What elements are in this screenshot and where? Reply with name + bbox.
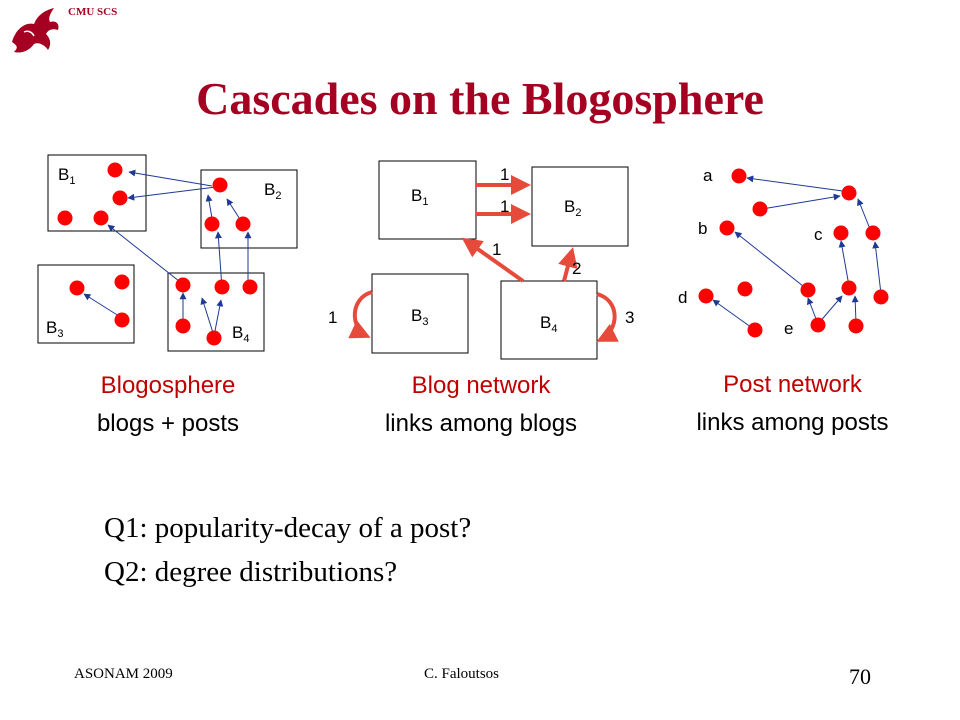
block-label-b3: B3 <box>46 318 63 340</box>
post-network-edges <box>712 175 882 331</box>
blog-network-caption-title: Blog network <box>411 372 551 399</box>
post-node-labels: a b c d e <box>678 166 823 338</box>
svg-text:1: 1 <box>328 308 337 327</box>
svg-text:1: 1 <box>500 197 509 216</box>
post-network-diagram: a b c d e <box>678 166 889 338</box>
svg-text:3: 3 <box>625 308 634 327</box>
blogosphere-diagram: B1 B2 B3 B4 <box>37 154 298 352</box>
block-label-b2: B2 <box>264 180 281 202</box>
slide-title: Cascades on the Blogosphere <box>196 73 764 124</box>
blogosphere-post-nodes <box>57 162 258 346</box>
dragon-logo-icon <box>12 8 59 53</box>
svg-text:1: 1 <box>500 165 509 184</box>
net-label-b2: B2 <box>564 197 581 219</box>
svg-text:c: c <box>814 225 823 244</box>
svg-text:d: d <box>678 288 687 307</box>
page-number: 70 <box>849 664 871 689</box>
block-label-b1: B1 <box>58 165 75 187</box>
svg-text:e: e <box>784 319 793 338</box>
edge-weight-labels: 1 1 1 2 1 3 <box>328 165 634 327</box>
blog-box-b2 <box>200 169 298 249</box>
logo-text: CMU SCS <box>68 6 118 18</box>
post-network-caption-subtitle: links among posts <box>696 409 889 436</box>
blogosphere-caption: Blogosphere blogs + posts <box>48 367 288 443</box>
svg-text:2: 2 <box>572 259 581 278</box>
net-label-b1: B1 <box>411 186 428 208</box>
blog-box-b1 <box>47 154 147 232</box>
blogosphere-caption-subtitle: blogs + posts <box>96 410 240 437</box>
post-nodes <box>698 168 889 338</box>
blog-network-caption: Blog network links among blogs <box>336 367 626 443</box>
block-label-b4: B4 <box>232 323 249 345</box>
net-label-b4: B4 <box>540 313 557 335</box>
blog-box-b4 <box>167 272 265 352</box>
post-network-caption-title: Post network <box>723 371 862 398</box>
question-1: Q1: popularity-decay of a post? <box>104 512 472 544</box>
footer-author: C. Faloutsos <box>424 666 500 682</box>
footer-venue: ASONAM 2009 <box>74 666 173 682</box>
blog-node-b3 <box>371 273 469 354</box>
svg-text:b: b <box>698 219 707 238</box>
blog-node-b2 <box>531 166 629 247</box>
diagram-canvas: B1 B2 B3 B4 <box>37 154 889 360</box>
post-network-caption: Post network links among posts <box>650 366 935 442</box>
blog-node-b4 <box>500 280 598 360</box>
blog-network-diagram: B1 B2 B3 B4 1 1 1 2 1 3 <box>328 160 634 360</box>
questions-list: Q1: popularity-decay of a post? Q2: degr… <box>104 506 471 594</box>
question-2: Q2: degree distributions? <box>104 556 398 588</box>
blogosphere-edges <box>83 169 252 337</box>
blogosphere-caption-title: Blogosphere <box>100 372 236 399</box>
blog-node-b1 <box>378 160 477 240</box>
blog-box-b3 <box>37 264 135 344</box>
net-label-b3: B3 <box>411 306 428 328</box>
blog-network-caption-subtitle: links among blogs <box>384 410 578 437</box>
svg-text:1: 1 <box>492 240 501 259</box>
svg-text:a: a <box>703 166 713 185</box>
blog-network-edges <box>348 175 619 342</box>
